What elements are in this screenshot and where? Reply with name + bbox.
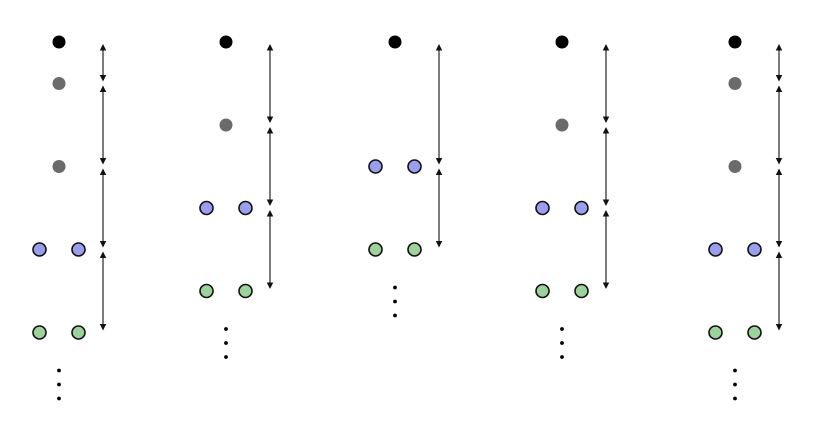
ellipsis-dot — [393, 285, 397, 290]
gray-node — [728, 77, 742, 90]
ellipsis-dot — [224, 355, 228, 359]
green-node — [368, 242, 383, 257]
blue-node — [535, 200, 550, 216]
gray-node — [219, 118, 233, 132]
gray-node — [555, 118, 569, 132]
blue-node — [368, 159, 383, 174]
black-node — [52, 35, 66, 49]
black-node — [555, 35, 569, 49]
green-node — [407, 242, 422, 257]
diagram-column-1 — [32, 35, 107, 401]
blue-node — [747, 242, 762, 257]
blue-node — [574, 200, 589, 216]
ellipsis-dot — [393, 313, 397, 318]
green-node — [238, 283, 253, 299]
gray-node — [728, 160, 742, 173]
green-node — [32, 325, 47, 340]
diagram-column-5 — [708, 35, 783, 401]
ellipsis-icon — [224, 327, 228, 359]
green-node — [708, 325, 723, 340]
ellipsis-dot — [224, 327, 228, 331]
blue-node — [407, 159, 422, 174]
diagram-column-3 — [368, 35, 443, 318]
ellipsis-icon — [393, 285, 397, 318]
ellipsis-dot — [224, 341, 228, 345]
gray-node — [52, 160, 66, 173]
black-node — [219, 35, 233, 49]
ellipsis-icon — [57, 368, 61, 401]
black-node — [728, 35, 742, 49]
green-node — [199, 283, 214, 299]
diagram-root — [32, 35, 783, 401]
ellipsis-dot — [733, 396, 737, 401]
ellipsis-dot — [57, 368, 61, 373]
ellipsis-dot — [393, 299, 397, 304]
ellipsis-dot — [560, 341, 564, 345]
ellipsis-dot — [57, 396, 61, 401]
green-node — [574, 283, 589, 299]
blue-node — [71, 242, 86, 257]
diagram-column-2 — [199, 35, 274, 359]
ellipsis-dot — [560, 327, 564, 331]
green-node — [747, 325, 762, 340]
green-node — [535, 283, 550, 299]
ellipsis-dot — [560, 355, 564, 359]
diagram-column-4 — [535, 35, 610, 359]
ellipsis-dot — [57, 382, 61, 387]
ellipsis-dot — [733, 382, 737, 387]
ellipsis-icon — [560, 327, 564, 359]
black-node — [388, 35, 402, 49]
blue-node — [32, 242, 47, 257]
ellipsis-icon — [733, 368, 737, 401]
green-node — [71, 325, 86, 340]
ellipsis-dot — [733, 368, 737, 373]
blue-node — [238, 200, 253, 216]
blue-node — [199, 200, 214, 216]
gray-node — [52, 77, 66, 90]
blue-node — [708, 242, 723, 257]
